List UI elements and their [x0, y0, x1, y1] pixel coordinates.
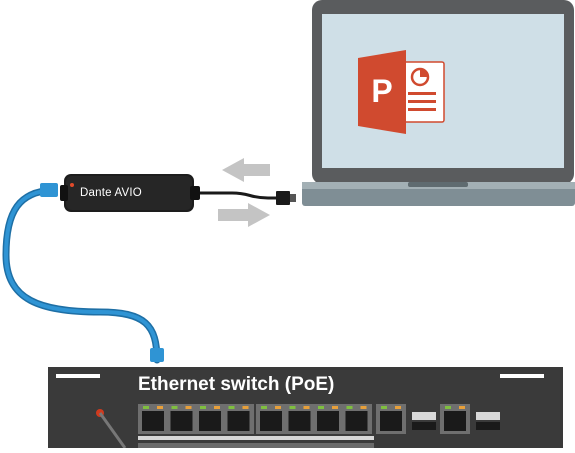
switch-label: Ethernet switch (PoE) [138, 374, 335, 395]
port-led-orange [275, 406, 281, 409]
port-led-green [289, 406, 296, 409]
rj45-port [288, 411, 311, 431]
sfp-slot [476, 422, 500, 430]
rj45-port [227, 411, 250, 431]
port-led-orange [185, 406, 192, 409]
port-led-green [346, 406, 353, 409]
port-led-green [261, 406, 267, 409]
data-flow-arrows [218, 158, 270, 227]
rj45-port [142, 411, 164, 431]
rj45-port [170, 411, 193, 431]
rj45-port [199, 411, 221, 431]
port-led-orange [242, 406, 249, 409]
rj45-port [444, 411, 466, 431]
arrow-left-icon [222, 158, 270, 182]
ethernet-switch [48, 367, 563, 449]
port-led-green [171, 406, 178, 409]
switch-ports [138, 404, 470, 434]
port-led-orange [157, 406, 163, 409]
port-led-green [381, 406, 387, 409]
cable-plug-left [40, 183, 58, 197]
port-led-green [445, 406, 451, 409]
sfp-slot [476, 412, 500, 420]
rj45-port [345, 411, 368, 431]
port-led-orange [332, 406, 338, 409]
port-led-orange [395, 406, 401, 409]
rj45-port [380, 411, 402, 431]
sfp-slot [412, 422, 436, 430]
adapter-status-led [70, 183, 74, 187]
port-led-orange [459, 406, 465, 409]
port-led-orange [360, 406, 367, 409]
sfp-slot [412, 412, 436, 420]
laptop: P [302, 0, 575, 206]
arrow-right-icon [218, 203, 270, 227]
powerpoint-icon: P [358, 50, 445, 134]
port-led-green [318, 406, 324, 409]
port-led-green [143, 406, 149, 409]
cable-plug-bottom [150, 348, 164, 362]
port-led-orange [303, 406, 310, 409]
app-icon-letter: P [371, 73, 392, 109]
usb-cable [190, 191, 296, 205]
usb-plug [276, 191, 290, 205]
rj45-port [260, 411, 282, 431]
ethernet-cable [2, 183, 164, 364]
port-led-green [200, 406, 206, 409]
dante-avio-adapter [60, 174, 200, 212]
port-led-green [228, 406, 235, 409]
adapter-label: Dante AVIO [80, 187, 142, 199]
rj45-port [317, 411, 339, 431]
port-led-orange [214, 406, 220, 409]
